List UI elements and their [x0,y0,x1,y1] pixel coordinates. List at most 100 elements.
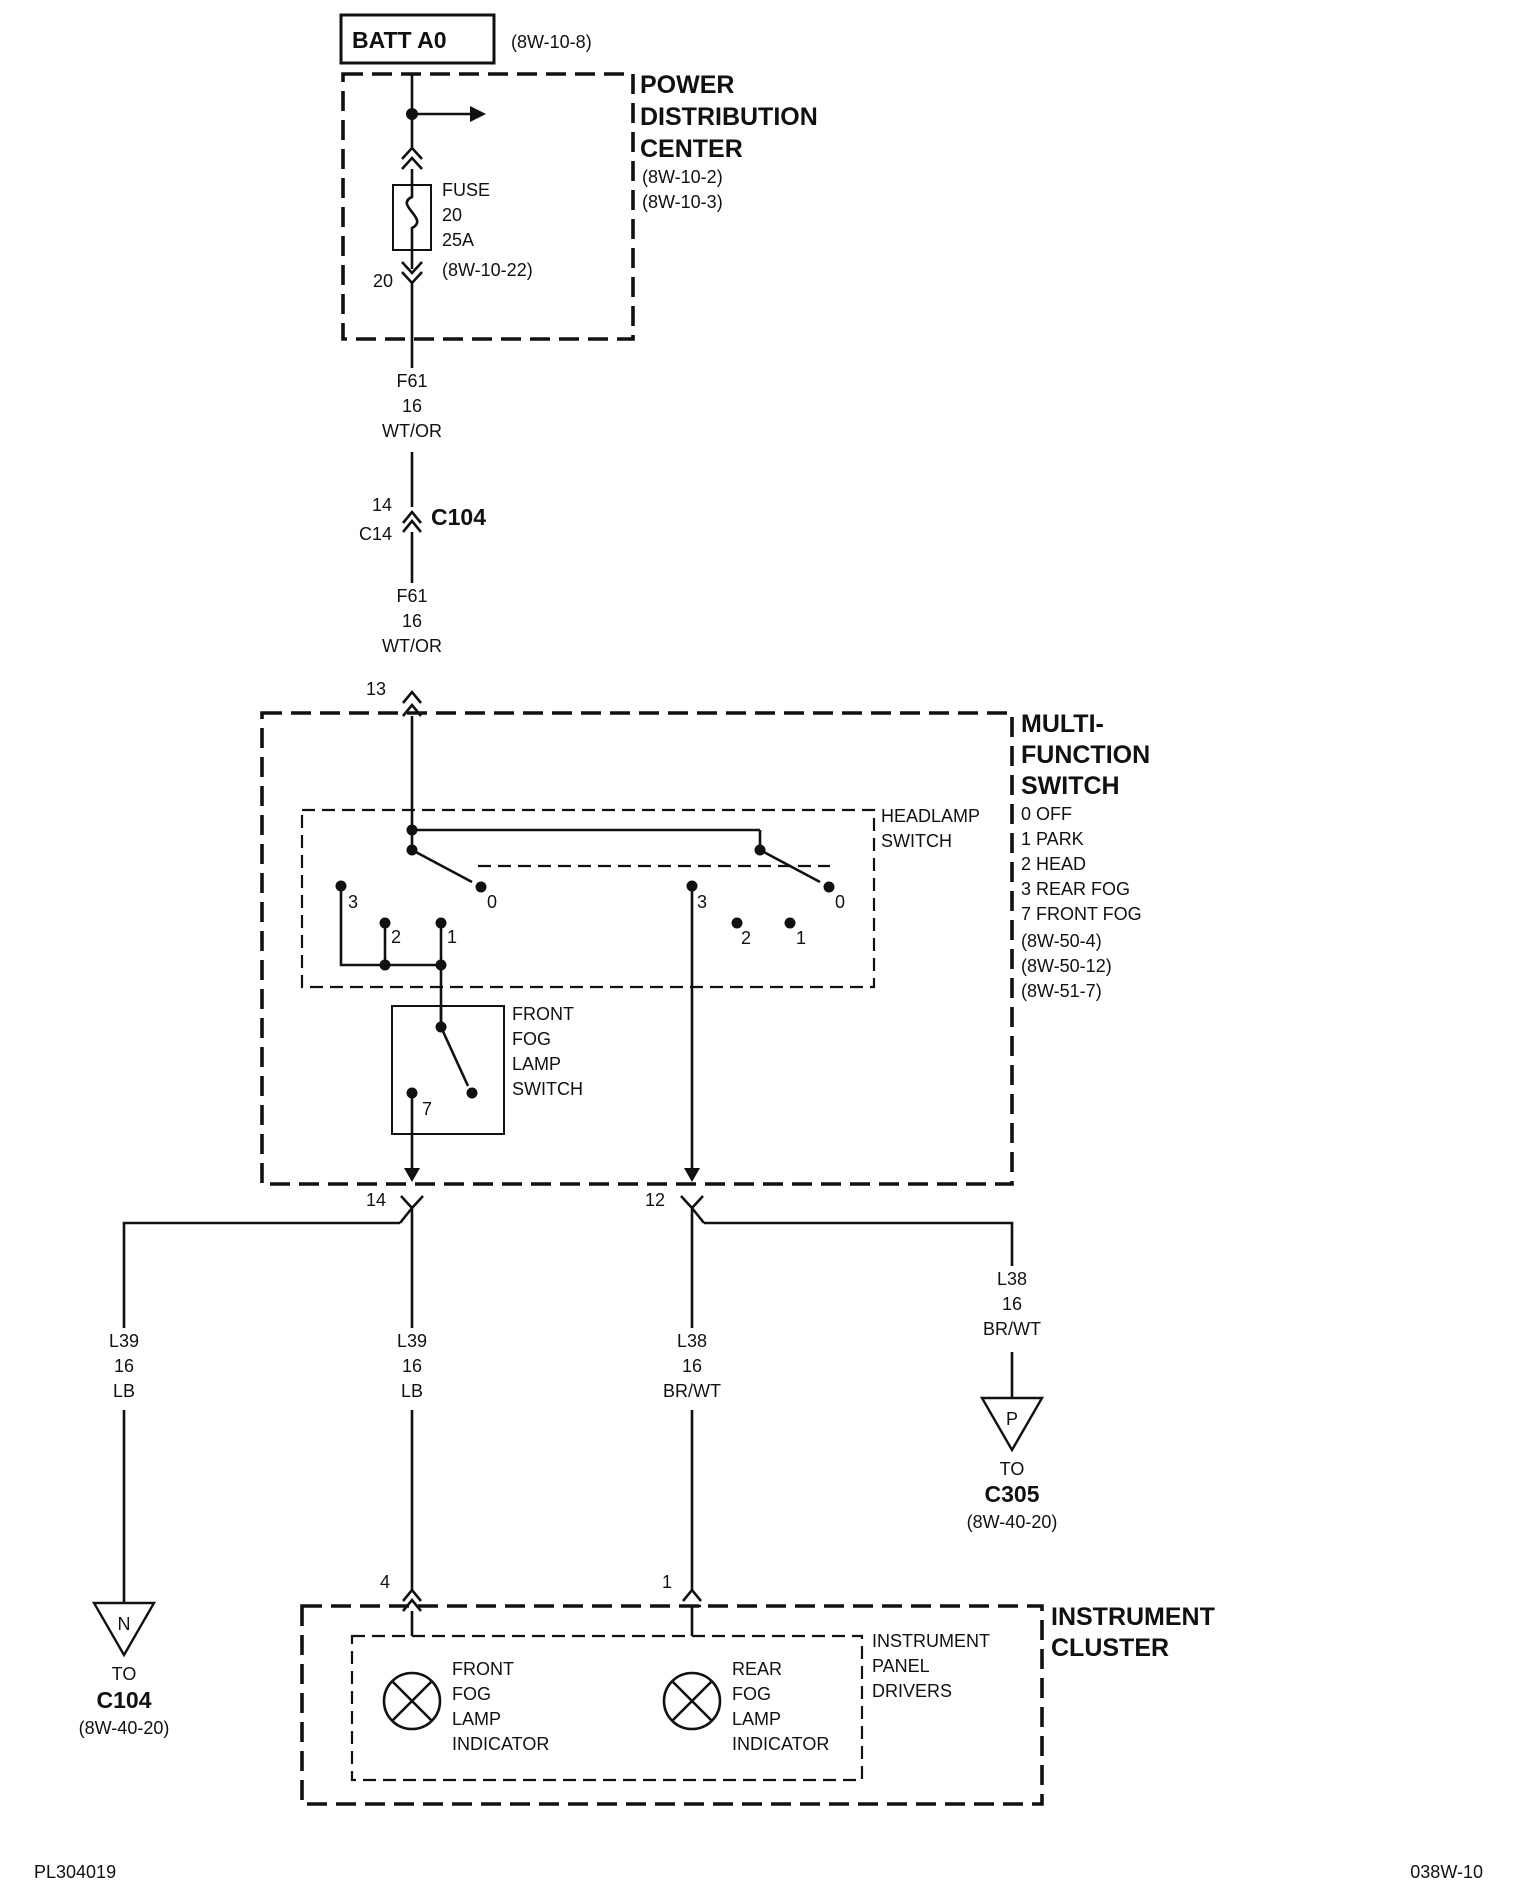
mfs-arrow-right-icon [684,1168,700,1182]
battery-source: BATT A0 (8W-10-8) [339,13,592,65]
connector-p-to: TO [1000,1459,1025,1479]
cluster-pin-1: 1 [662,1572,672,1592]
figure-id: PL304019 [34,1862,116,1882]
wire-l39-center-color: LB [401,1381,423,1401]
mfs-pin-13: 13 [366,679,386,699]
fuse-number: 20 [442,205,462,225]
mfs-position-2: 2 HEAD [1021,854,1086,874]
battery-ref: (8W-10-8) [511,32,592,52]
mfs-pin-14: 14 [366,1190,386,1210]
headlamp-switch-label-2: SWITCH [881,831,952,851]
drivers-label-3: DRIVERS [872,1681,952,1701]
headlamp-switch: HEADLAMP SWITCH 0 0 3 2 1 [300,716,980,1178]
connector-n-letter: N [118,1614,131,1634]
wire-f61-color-lower: WT/OR [382,636,442,656]
connector-n-ref: (8W-40-20) [79,1718,170,1738]
right-contact-3: 3 [697,892,707,912]
left-contact-1: 1 [447,927,457,947]
drivers-label-1: INSTRUMENT [872,1631,990,1651]
right-contact-0: 0 [835,892,845,912]
fog-contact-7: 7 [422,1099,432,1119]
front-indicator-label-2: FOG [452,1684,491,1704]
pdc-title-line-2: DISTRIBUTION [640,103,818,131]
connector-p-letter: P [1006,1409,1018,1429]
fog-switch-label-4: SWITCH [512,1079,583,1099]
front-indicator-label-4: INDICATOR [452,1734,549,1754]
fuse-icon [392,169,432,251]
instrument-cluster: 4 1 INSTRUMENT CLUSTER INSTRUMENT PANEL … [300,1572,1215,1806]
power-distribution-center: POWER DISTRIBUTION CENTER (8W-10-2) (8W-… [341,71,818,341]
mfs-ref-1: (8W-50-4) [1021,931,1102,951]
rear-indicator-label-2: FOG [732,1684,771,1704]
wire-f61-code-lower: F61 [396,586,427,606]
wire-f61-gauge-upper: 16 [402,396,422,416]
wire-l38-center-code: L38 [677,1331,707,1351]
mfs-pin-12: 12 [645,1190,665,1210]
cluster-title-line-2: CLUSTER [1051,1634,1169,1662]
connector-n-to: TO [112,1664,137,1684]
front-fog-indicator-lamp-icon [382,1671,442,1731]
wire-f61-gauge-lower: 16 [402,611,422,631]
connector-p-to-c305: P TO C305 (8W-40-20) [967,1396,1058,1532]
cluster-title-line-1: INSTRUMENT [1051,1603,1215,1631]
mfs-position-3: 3 REAR FOG [1021,879,1130,899]
multi-function-switch: 13 MULTI- FUNCTION SWITCH 0 OFF 1 PARK 2… [260,679,1150,1210]
wire-l38-right-gauge: 16 [1002,1294,1022,1314]
wire-l39-left-code: L39 [109,1331,139,1351]
mfs-title-line-3: SWITCH [1021,772,1120,800]
pdc-title-line-1: POWER [640,71,734,99]
wire-l39-center-code: L39 [397,1331,427,1351]
wire-l39-left-color: LB [113,1381,135,1401]
mfs-ref-2: (8W-50-12) [1021,956,1112,976]
drivers-label-2: PANEL [872,1656,930,1676]
fuse-rating: 25A [442,230,474,250]
mfs-arrow-left-icon [404,1168,420,1182]
wire-l38-center-gauge: 16 [682,1356,702,1376]
right-contact-2: 2 [741,928,751,948]
cluster-pin-4: 4 [380,1572,390,1592]
front-indicator-label-3: LAMP [452,1709,501,1729]
fog-switch-label-1: FRONT [512,1004,574,1024]
connector-p-name: C305 [985,1481,1040,1507]
headlamp-switch-label-1: HEADLAMP [881,806,980,826]
right-contact-1: 1 [796,928,806,948]
fuse-label: FUSE [442,180,490,200]
bus-arrow-icon [470,106,486,122]
mfs-title-line-1: MULTI- [1021,710,1104,738]
connector-n-name: C104 [97,1687,152,1713]
fog-switch-label-2: FOG [512,1029,551,1049]
wire-f61-color-upper: WT/OR [382,421,442,441]
c104-pin-14: 14 [372,495,392,515]
rear-indicator-label-1: REAR [732,1659,782,1679]
mfs-position-0: 0 OFF [1021,804,1072,824]
wire-l39-center-gauge: 16 [402,1356,422,1376]
rear-indicator-label-4: INDICATOR [732,1734,829,1754]
connector-p-ref: (8W-40-20) [967,1512,1058,1532]
left-contact-3: 3 [348,892,358,912]
mfs-position-1: 1 PARK [1021,829,1084,849]
pdc-title-line-3: CENTER [640,135,743,163]
pdc-ref-2: (8W-10-3) [642,192,723,212]
connector-n-to-c104: N TO C104 (8W-40-20) [79,1601,170,1738]
wire-l38-right-color: BR/WT [983,1319,1041,1339]
mfs-ref-3: (8W-51-7) [1021,981,1102,1001]
connector-c104-inline: 14 C14 C104 [359,495,486,544]
wire-l39-left-gauge: 16 [114,1356,134,1376]
pdc-cavity-number: 20 [373,271,393,291]
wire-l38-center-color: BR/WT [663,1381,721,1401]
mfs-position-7: 7 FRONT FOG [1021,904,1142,924]
wire-f61-code-upper: F61 [396,371,427,391]
rear-fog-indicator-lamp-icon [662,1671,722,1731]
pdc-ref-1: (8W-10-2) [642,167,723,187]
left-contact-0: 0 [487,892,497,912]
front-fog-lamp-switch: FRONT FOG LAMP SWITCH 7 [391,1004,583,1178]
wire-l38-right-code: L38 [997,1269,1027,1289]
c104-name: C104 [431,504,486,530]
battery-label: BATT A0 [352,27,447,53]
front-indicator-label-1: FRONT [452,1659,514,1679]
fuse-ref: (8W-10-22) [442,260,533,280]
mfs-title-line-2: FUNCTION [1021,741,1150,769]
left-contact-2: 2 [391,927,401,947]
fog-switch-label-3: LAMP [512,1054,561,1074]
